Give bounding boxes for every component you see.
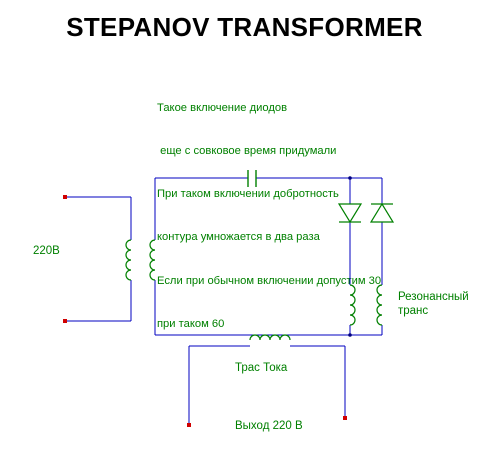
input-voltage-label: 220В [33,245,60,257]
diode-up [369,202,395,223]
explanation-note: Такое включение диодов еще с совковое вр… [157,72,381,360]
resonant-winding-right [376,284,383,326]
note-line: контура умножается в два раза [157,231,320,244]
input-wires [65,196,132,322]
output-voltage-label: Выход 220 В [235,420,303,432]
output-terminal-left[interactable] [187,423,191,427]
output-wires [188,345,346,425]
primary-winding [125,239,132,281]
input-terminal-bottom[interactable] [63,319,67,323]
note-line: При таком включении добротность [157,188,339,201]
secondary-winding [149,239,156,281]
current-transformer-winding [249,334,291,341]
current-transformer-label: Трас Тока [235,362,288,374]
note-line: при таком 60 [157,317,225,330]
note-line: еще с совковое время придумали [157,145,337,158]
series-capacitor [247,170,257,187]
note-line: Такое включение диодов [157,101,288,114]
note-line: Если при обычном включении допустим 30 [157,274,382,287]
resonant-transformer-label: Резонансный [398,291,469,303]
resonant-transformer-label-2: транс [398,305,429,317]
diode-down [337,203,363,224]
junction-nodes [348,176,352,337]
loop-wires [154,177,383,336]
output-terminal-right[interactable] [343,416,347,420]
input-terminal-top[interactable] [63,195,67,199]
resonant-winding-left [349,284,356,326]
diagram-title: STEPANOV TRANSFORMER [66,12,423,42]
